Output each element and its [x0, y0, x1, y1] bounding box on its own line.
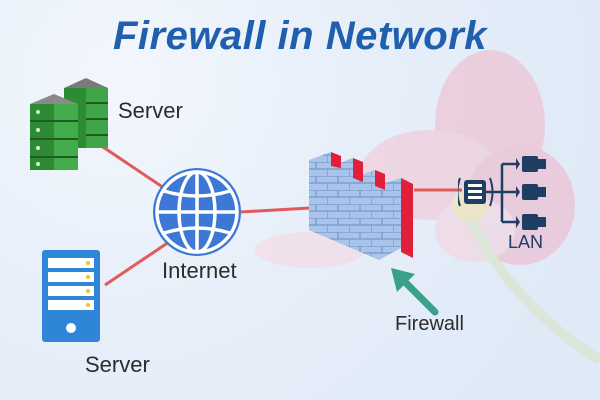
link-internet-firewall	[239, 206, 311, 214]
arrow-icon	[391, 268, 439, 316]
link-server-bottom-internet	[104, 238, 173, 287]
server-stack-icon	[30, 78, 108, 170]
internet-label: Internet	[162, 258, 237, 283]
diagram-title: Firewall in Network	[112, 14, 488, 58]
link-server-top-internet	[99, 143, 171, 194]
firewall-icon	[309, 152, 413, 260]
camera-icon	[516, 156, 546, 230]
server-top-label: Server	[118, 98, 183, 123]
globe-icon	[153, 168, 241, 256]
lan-label: LAN	[508, 232, 544, 252]
server-bottom-label: Server	[85, 352, 150, 377]
firewall-label: Firewall	[395, 313, 464, 335]
lan-devices	[458, 156, 546, 230]
server-tower-icon	[42, 250, 100, 342]
